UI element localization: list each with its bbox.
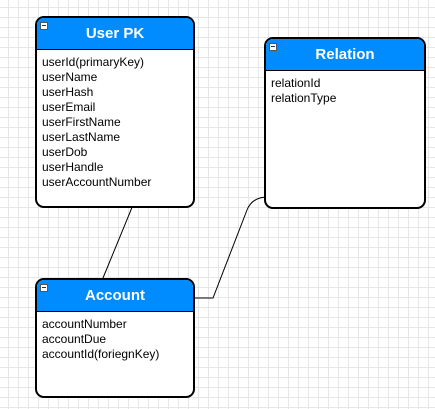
user-table-header[interactable]: User PK — [37, 18, 193, 50]
field-userHash[interactable]: userHash — [42, 85, 94, 99]
field-userFirstName[interactable]: userFirstName — [42, 115, 121, 129]
field-userLastName[interactable]: userLastName — [42, 130, 121, 144]
field-userAccountNumber[interactable]: userAccountNumber — [42, 175, 152, 189]
field-accountId[interactable]: accountId(foriegnKey) — [42, 347, 160, 361]
collapse-icon[interactable] — [40, 22, 48, 30]
field-userDob[interactable]: userDob — [42, 145, 88, 159]
account-table-title: Account — [85, 287, 145, 304]
user-table-title: User PK — [85, 25, 145, 42]
account-table-header[interactable]: Account — [37, 280, 193, 312]
field-accountDue[interactable]: accountDue — [42, 332, 107, 346]
field-relationId[interactable]: relationId — [271, 76, 321, 90]
collapse-icon[interactable] — [269, 43, 277, 51]
user-table[interactable]: User PK userId(primaryKey) userName user… — [35, 16, 195, 208]
relation-table-header[interactable]: Relation — [266, 39, 424, 71]
field-userHandle[interactable]: userHandle — [42, 160, 104, 174]
user-table-fields: userId(primaryKey) userName userHash use… — [37, 50, 193, 190]
relation-table[interactable]: Relation relationId relationType — [264, 37, 426, 209]
field-accountNumber[interactable]: accountNumber — [42, 317, 127, 331]
field-userId[interactable]: userId(primaryKey) — [42, 55, 145, 69]
relation-table-fields: relationId relationType — [266, 71, 424, 106]
field-userEmail[interactable]: userEmail — [42, 100, 96, 114]
relation-table-title: Relation — [315, 46, 375, 63]
collapse-icon[interactable] — [40, 284, 48, 292]
account-table-fields: accountNumber accountDue accountId(forie… — [37, 312, 193, 362]
field-userName[interactable]: userName — [42, 70, 98, 84]
field-relationType[interactable]: relationType — [271, 91, 337, 105]
connector-account-to-relation[interactable] — [195, 196, 285, 299]
account-table[interactable]: Account accountNumber accountDue account… — [35, 278, 195, 398]
